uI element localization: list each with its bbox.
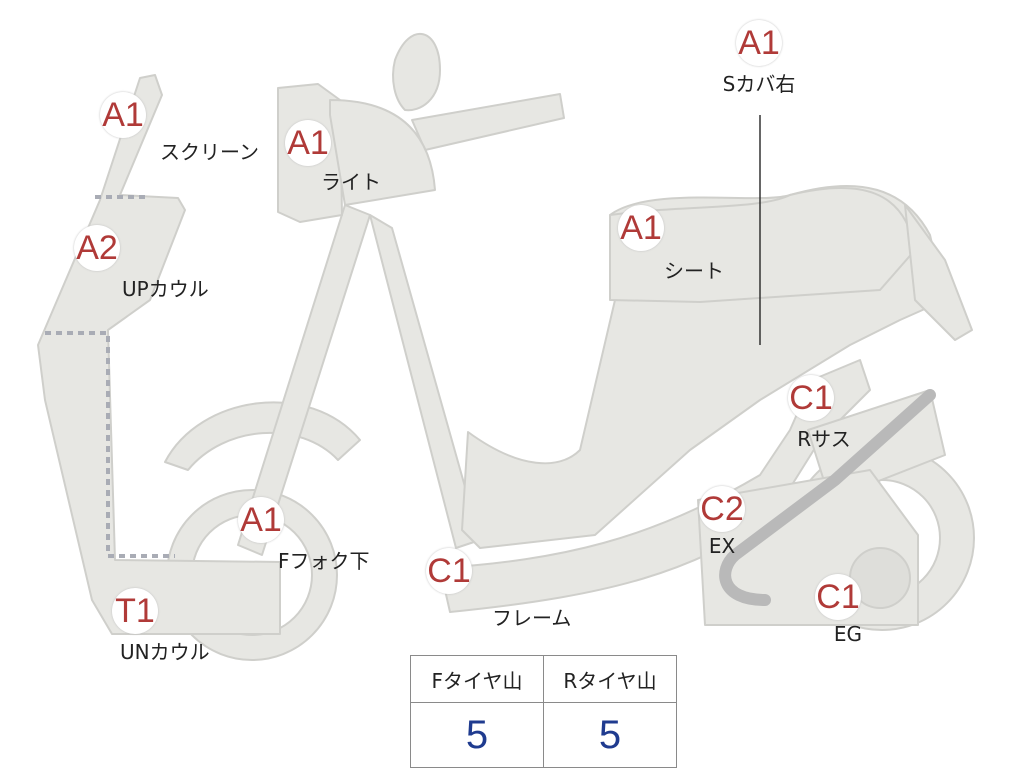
upcowl-seam — [45, 331, 175, 558]
part-exhaust: C2 EX — [677, 486, 767, 558]
grade-badge: T1 — [112, 588, 158, 634]
part-label: UPカウル — [122, 277, 209, 301]
part-label: ライト — [321, 170, 381, 194]
grade-badge: A1 — [100, 92, 146, 138]
front-cowl — [37, 74, 281, 635]
grade-badge: A1 — [736, 20, 782, 66]
part-label: Fフォク下 — [278, 545, 370, 574]
grade-badge: C1 — [788, 375, 834, 421]
part-side-cover: A1 Sカバ右 — [714, 20, 804, 97]
mirror — [392, 32, 441, 112]
grade-badge: C1 — [426, 548, 472, 594]
part-label: UNカウル — [120, 640, 210, 664]
part-frame: C1 フレーム — [404, 548, 572, 631]
part-label: Sカバ右 — [722, 72, 796, 96]
value-rear-tire: 5 — [543, 702, 677, 768]
part-light: A1 ライト — [263, 120, 381, 195]
part-un-cowl: T1 UNカウル — [90, 588, 210, 665]
tail — [904, 204, 973, 341]
handlebar — [411, 93, 565, 151]
part-label: シート — [664, 255, 724, 284]
part-up-cowl: A2 UPカウル — [52, 225, 209, 302]
grade-badge: A1 — [285, 120, 331, 166]
part-screen: A1 スクリーン — [78, 92, 259, 165]
part-label: EX — [708, 534, 736, 558]
part-label: スクリーン — [160, 140, 259, 164]
part-label: EG — [833, 622, 863, 646]
head-cowl — [329, 99, 436, 206]
grade-badge: A2 — [74, 225, 120, 271]
value-front-tire: 5 — [410, 702, 544, 768]
part-engine: C1 EG — [793, 574, 883, 646]
front-fender — [164, 401, 361, 471]
grade-badge: A1 — [238, 497, 284, 543]
table-header-row: Fタイヤ山 Rタイヤ山 — [410, 655, 677, 703]
part-label: Rサス — [797, 427, 851, 451]
part-rear-suspension: C1 Rサス — [766, 375, 856, 452]
grade-badge: A1 — [618, 205, 664, 251]
header-front-tire: Fタイヤ山 — [410, 655, 544, 703]
part-seat: A1 シート — [596, 205, 724, 284]
grade-badge: C2 — [699, 486, 745, 532]
tire-tread-table: Fタイヤ山 Rタイヤ山 5 5 — [410, 655, 677, 768]
part-label: フレーム — [492, 606, 572, 630]
header-rear-tire: Rタイヤ山 — [543, 655, 677, 703]
grade-badge: C1 — [815, 574, 861, 620]
front-fork — [237, 204, 371, 556]
part-front-fork: A1 Fフォク下 — [216, 497, 370, 574]
table-row: 5 5 — [410, 702, 677, 768]
exhaust-pipe — [719, 389, 936, 606]
